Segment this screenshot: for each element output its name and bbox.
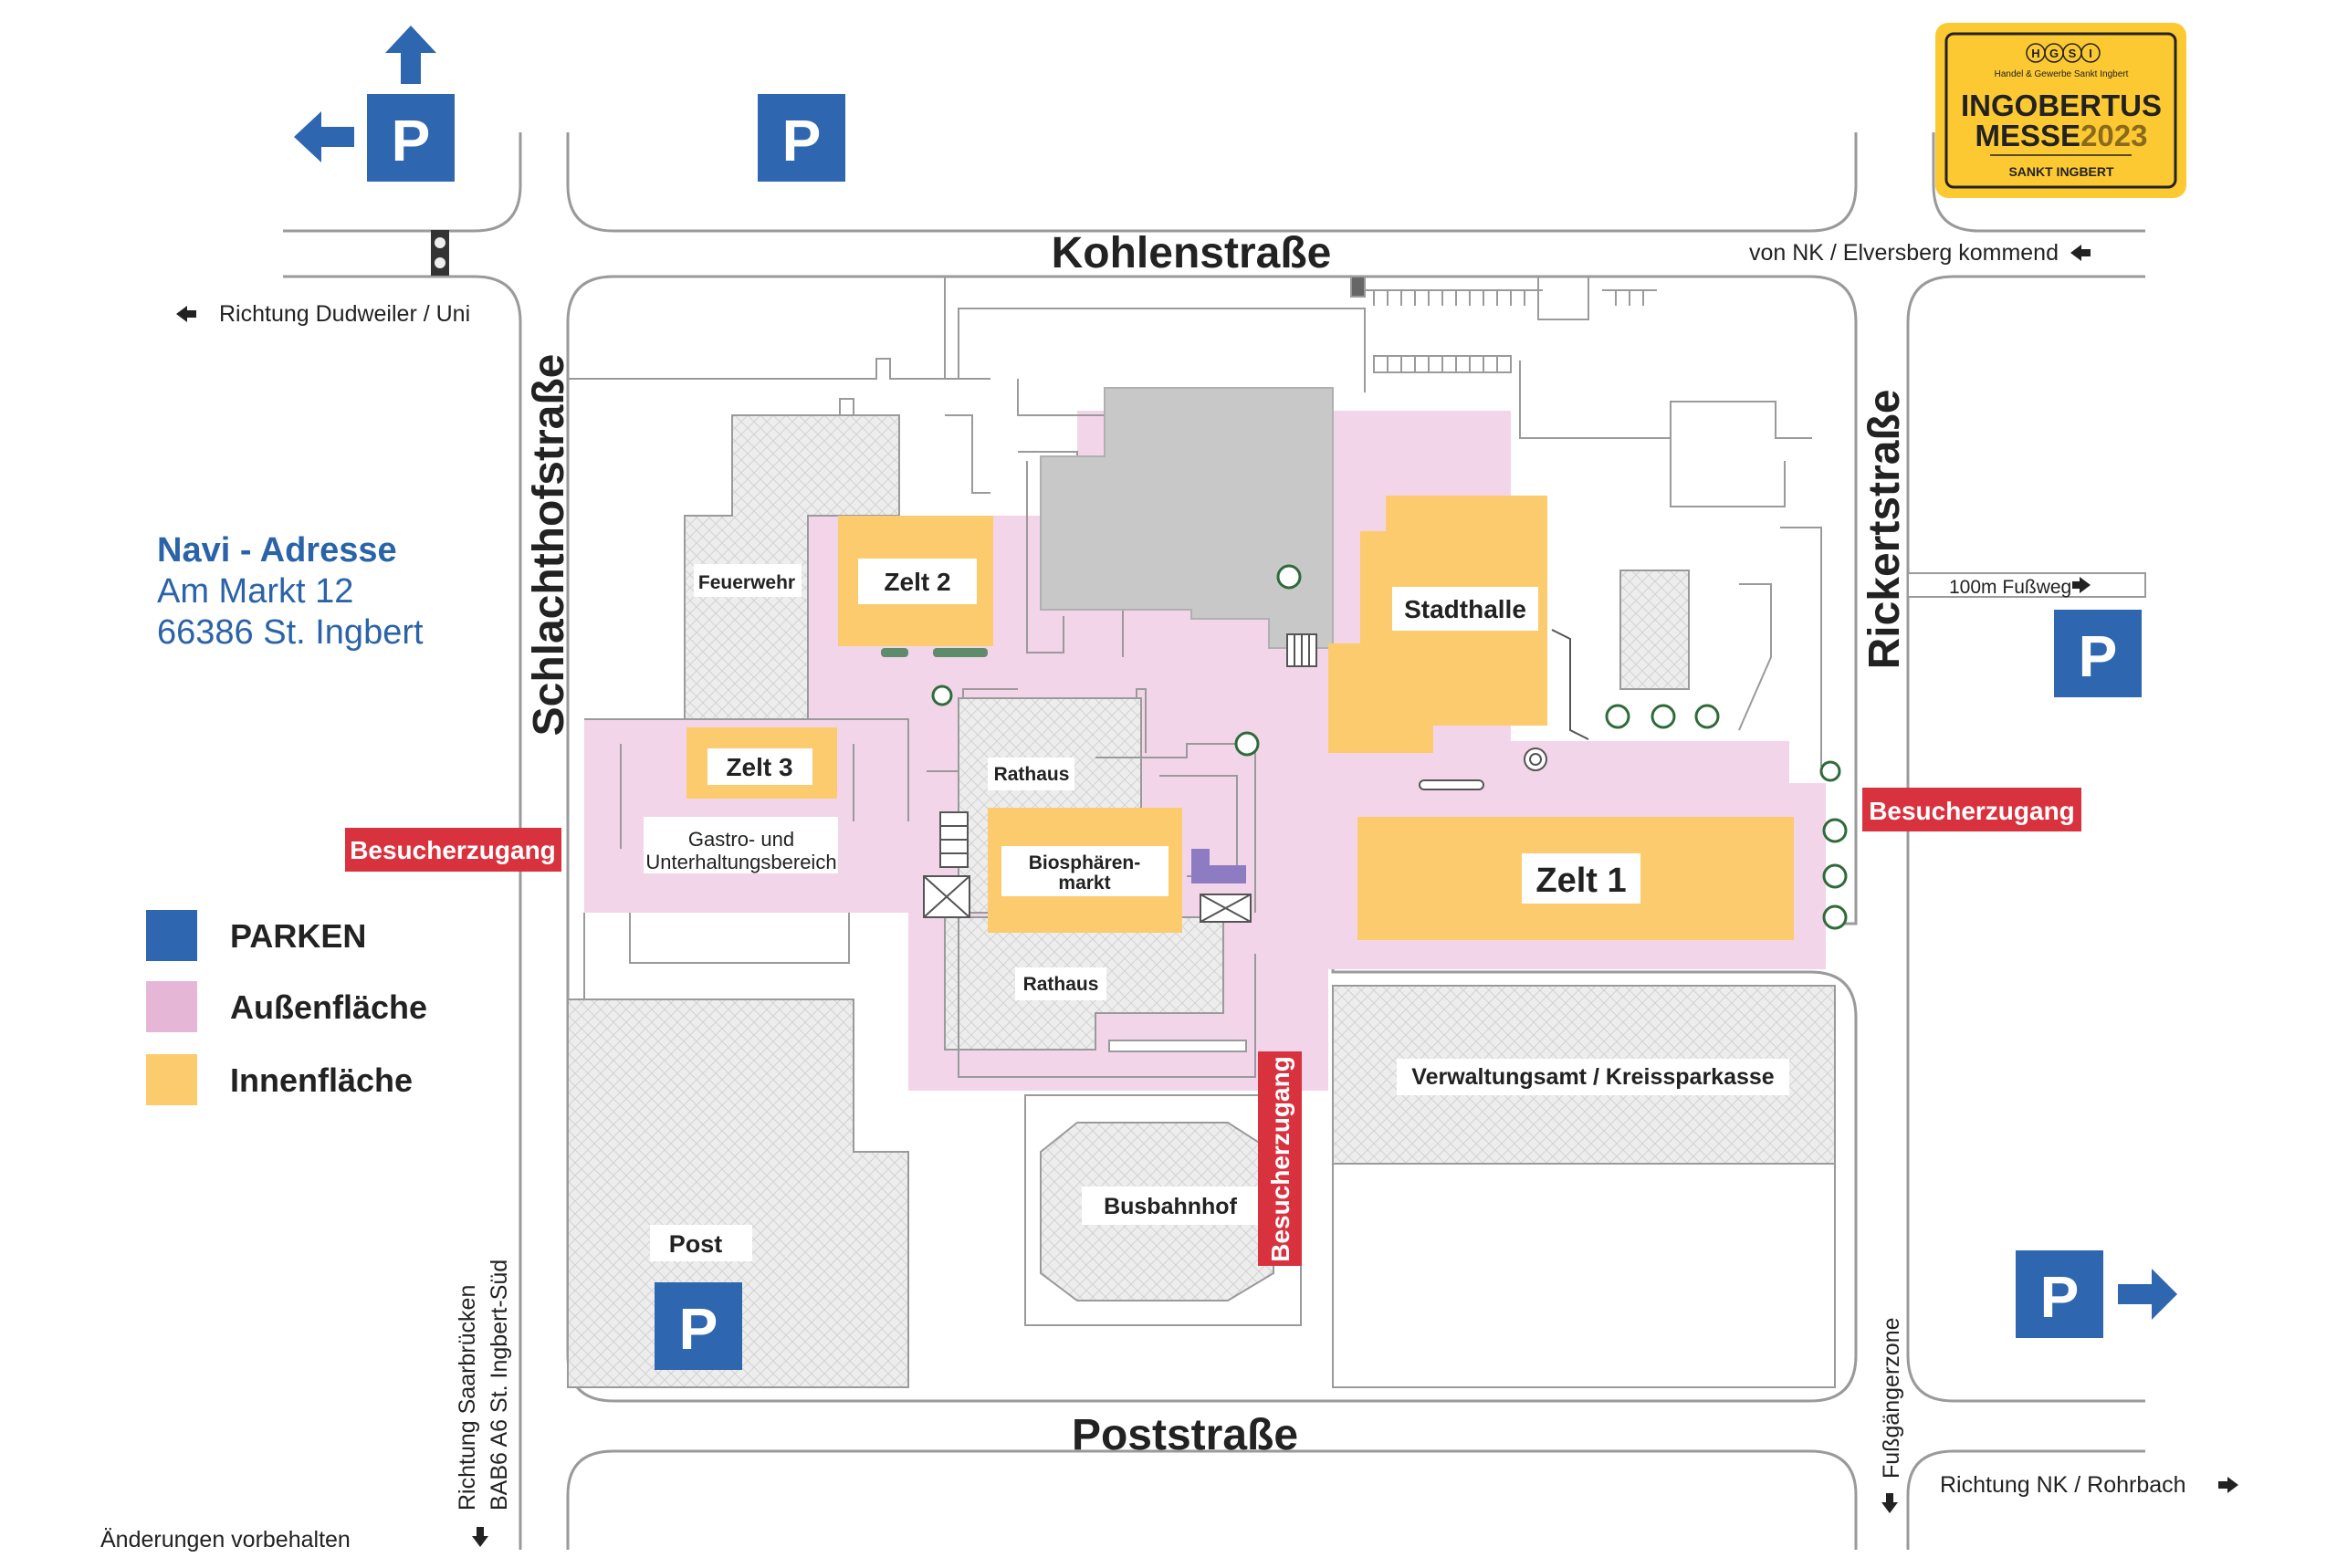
parking-letter: P [679, 1296, 718, 1362]
parking-sign-5: P [2016, 1250, 2103, 1338]
purple-element [1191, 849, 1246, 883]
legend-label-parken: PARKEN [230, 917, 366, 955]
legend-swatch-innenflaeche [146, 1054, 197, 1105]
arrow-right-icon [2218, 1477, 2238, 1493]
kohlenstrasse-label: Kohlenstraße [1052, 229, 1332, 277]
site-details [923, 629, 1589, 1052]
poststrasse-label: Poststraße [1072, 1411, 1298, 1459]
parking-stalls [1350, 276, 1657, 373]
feuerwehr-label: Feuerwehr [698, 572, 795, 593]
logo-letter: S [2069, 47, 2077, 60]
logo-line1: INGOBERTUS [1961, 89, 2162, 122]
legend: PARKEN Außenfläche Innenfläche [146, 910, 427, 1105]
traffic-light-icon [431, 230, 449, 276]
rathaus-label-north: Rathaus [994, 764, 1070, 785]
entrance-west-label: Besucherzugang [350, 836, 556, 864]
von-nk-label: von NK / Elversberg kommend [1749, 240, 2059, 266]
legend-label-aussenflaeche: Außenfläche [230, 988, 427, 1026]
tree-icons [931, 564, 1848, 930]
parking-sign-2: P [758, 94, 845, 182]
legend-swatch-aussenflaeche [146, 981, 197, 1032]
parking-letter: P [2040, 1264, 2080, 1330]
parking-letter: P [782, 108, 822, 173]
arrow-left-icon [2070, 245, 2091, 261]
parking-sign-4: P [655, 1282, 742, 1370]
logo-line3: SANKT INGBERT [2008, 164, 2114, 179]
logo-letter: H [2031, 47, 2039, 60]
parking-letter: P [392, 108, 431, 173]
zelt1-label: Zelt 1 [1535, 862, 1626, 900]
stadthalle-label: Stadthalle [1404, 595, 1526, 623]
entrance-east-label: Besucherzugang [1869, 797, 2075, 825]
gastro-label-2: Unterhaltungsbereich [645, 851, 836, 873]
footer-note: Änderungen vorbehalten [100, 1527, 351, 1552]
planter-icons [881, 648, 988, 657]
legend-swatch-parken [146, 910, 197, 961]
gastro-label-1: Gastro- und [688, 828, 794, 851]
ingobertus-logo: H G S I Handel & Gewerbe Sankt Ingbert I… [1935, 23, 2186, 198]
busbahnhof-label: Busbahnhof [1104, 1194, 1237, 1219]
post-label: Post [669, 1230, 723, 1258]
verwaltungsamt-label: Verwaltungsamt / Kreissparkasse [1411, 1064, 1775, 1090]
rathaus-label-south: Rathaus [1023, 974, 1099, 995]
arrow-down-icon [1881, 1493, 1898, 1513]
biosphaerenmarkt-label-2: markt [1058, 873, 1110, 894]
logo-subtitle: Handel & Gewerbe Sankt Ingbert [1995, 69, 2129, 79]
zelt2-label: Zelt 2 [884, 568, 950, 596]
entrance-south: Besucherzugang [1258, 1051, 1302, 1266]
biosphaerenmarkt-label-1: Biosphären- [1029, 852, 1141, 873]
dudweiler-label: Richtung Dudweiler / Uni [219, 301, 470, 327]
fussweg-sign [1907, 572, 2146, 598]
logo-letter: G [2049, 47, 2059, 60]
saarbruecken-label: Richtung Saarbrücken [455, 1285, 480, 1511]
arrow-left-icon [176, 306, 196, 322]
logo-letter: I [2089, 47, 2092, 60]
fussweg-label: 100m Fußweg [1949, 577, 2071, 598]
grey-building [1040, 387, 1334, 649]
bab6-label: BAB6 A6 St. Ingbert-Süd [487, 1260, 512, 1511]
navi-city: 66386 St. Ingbert [157, 613, 424, 652]
entrance-east: Besucherzugang [1862, 788, 2081, 831]
navi-title: Navi - Adresse [157, 531, 397, 570]
street-outlines [283, 132, 2145, 1550]
parking-sign-3: P [2054, 610, 2142, 697]
rickertstrasse-label: Rickertstraße [1860, 390, 1909, 670]
parking-sign-1: P [367, 94, 455, 182]
nk-rohrbach-label: Richtung NK / Rohrbach [1940, 1472, 2186, 1498]
parking-letter: P [2079, 623, 2118, 689]
arrow-right-icon [2118, 1269, 2177, 1320]
arrow-up-icon [385, 26, 436, 84]
schlachthofstrasse-label: Schlachthofstraße [525, 354, 573, 737]
arrow-down-icon [472, 1527, 488, 1547]
fussgaengerzone-label: Fußgängerzone [1879, 1317, 1904, 1479]
zelt3-label: Zelt 3 [726, 753, 792, 781]
entrance-south-label: Besucherzugang [1266, 1056, 1294, 1262]
navi-street: Am Markt 12 [157, 572, 353, 611]
arrow-right-icon [2072, 577, 2091, 593]
entrance-west: Besucherzugang [345, 828, 561, 872]
legend-label-innenflaeche: Innenfläche [230, 1061, 413, 1099]
arrow-left-icon [294, 111, 354, 162]
logo-line2: MESSE2023 [1975, 119, 2148, 152]
